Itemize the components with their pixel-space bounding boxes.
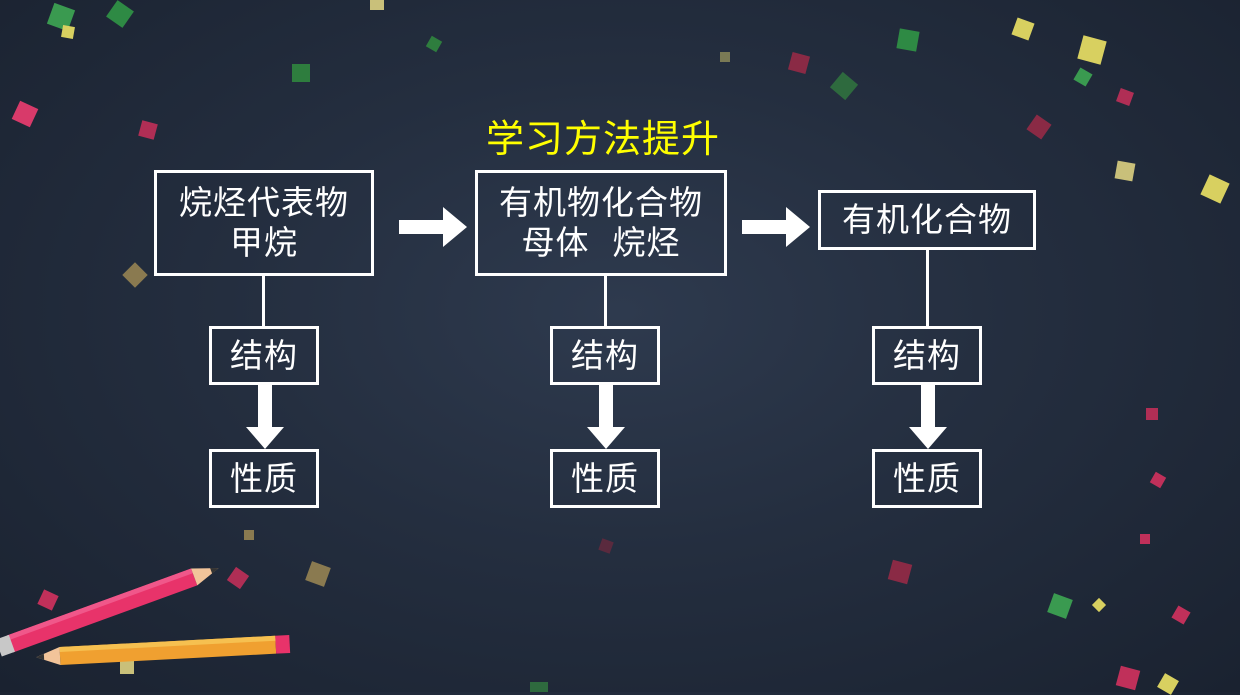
confetti — [120, 660, 134, 674]
confetti — [829, 71, 859, 101]
confetti — [1091, 597, 1107, 613]
top-box-alkane-representative: 烷烃代表物 甲烷 — [154, 170, 374, 276]
top-box-line-2: 母体 烷烃 — [521, 223, 681, 262]
confetti — [896, 28, 920, 52]
confetti — [1171, 605, 1191, 625]
confetti — [887, 559, 913, 585]
connector-line — [926, 250, 929, 326]
confetti — [720, 52, 730, 62]
down-arrow-icon — [587, 385, 625, 449]
right-arrow-icon — [399, 207, 467, 247]
confetti — [1011, 17, 1035, 41]
down-arrow-icon — [909, 385, 947, 449]
structure-label: 结构 — [893, 335, 961, 375]
confetti — [370, 0, 384, 10]
confetti — [106, 0, 134, 28]
confetti — [305, 561, 331, 587]
confetti — [11, 100, 39, 128]
top-box-line-2: 甲烷 — [230, 223, 298, 262]
confetti — [1047, 593, 1073, 619]
confetti — [61, 25, 75, 39]
confetti — [1146, 408, 1158, 420]
confetti — [1115, 665, 1141, 691]
confetti — [1140, 534, 1150, 544]
connector-line — [604, 276, 607, 326]
confetti — [292, 64, 310, 82]
property-box: 性质 — [872, 449, 982, 508]
top-box-line-1: 有机化合物 — [842, 200, 1012, 239]
confetti — [122, 262, 148, 288]
confetti — [1073, 67, 1093, 87]
confetti — [1116, 88, 1134, 106]
structure-box: 结构 — [550, 326, 660, 385]
property-label: 性质 — [571, 458, 639, 498]
confetti — [530, 682, 548, 692]
pencils-illustration — [0, 567, 291, 665]
confetti — [244, 530, 254, 540]
top-box-organic-parent: 有机物化合物 母体 烷烃 — [475, 170, 727, 276]
top-box-line-1: 有机物化合物 — [499, 183, 703, 222]
confetti — [425, 35, 443, 53]
structure-label: 结构 — [230, 335, 298, 375]
confetti — [1114, 160, 1136, 182]
slide-title: 学习方法提升 — [486, 117, 721, 161]
confetti — [1077, 35, 1107, 65]
confetti — [1200, 174, 1230, 204]
structure-box: 结构 — [209, 326, 319, 385]
property-label: 性质 — [230, 458, 298, 498]
connector-line — [262, 276, 265, 326]
structure-box: 结构 — [872, 326, 982, 385]
confetti — [787, 51, 811, 75]
confetti — [138, 120, 158, 140]
top-box-organic-compound: 有机化合物 — [818, 190, 1036, 250]
property-box: 性质 — [550, 449, 660, 508]
top-box-line-1: 烷烃代表物 — [179, 183, 349, 222]
confetti — [598, 538, 614, 554]
confetti — [1149, 471, 1167, 489]
property-label: 性质 — [893, 458, 961, 498]
down-arrow-icon — [246, 385, 284, 449]
confetti — [1026, 114, 1052, 140]
property-box: 性质 — [209, 449, 319, 508]
structure-label: 结构 — [571, 335, 639, 375]
right-arrow-icon — [742, 207, 810, 247]
